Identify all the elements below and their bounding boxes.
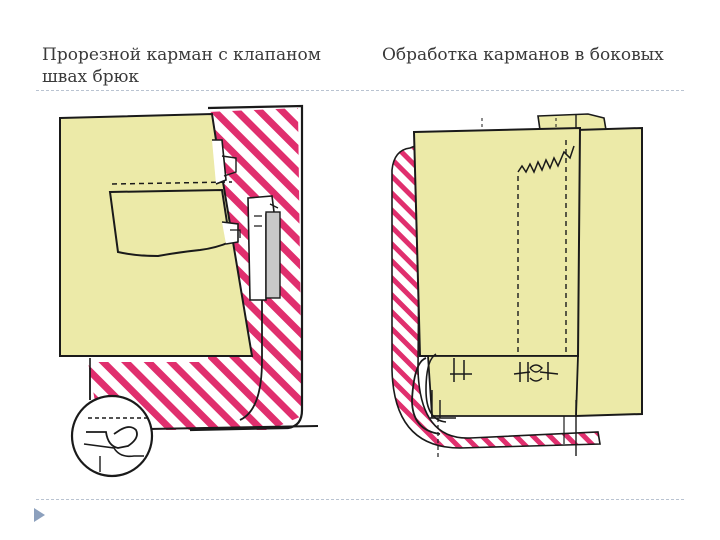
divider-top xyxy=(36,90,684,91)
side-seam-pocket-illustration xyxy=(391,113,643,458)
bullet-arrow-icon xyxy=(34,508,45,522)
divider-bottom xyxy=(36,499,684,500)
welt-pocket-with-flap-illustration xyxy=(59,104,319,478)
title-side-seam-pocket: Обработка карманов в боковых xyxy=(382,45,664,65)
title-welt-pocket: Прорезной карман с клапаном швах брюк xyxy=(42,45,321,87)
